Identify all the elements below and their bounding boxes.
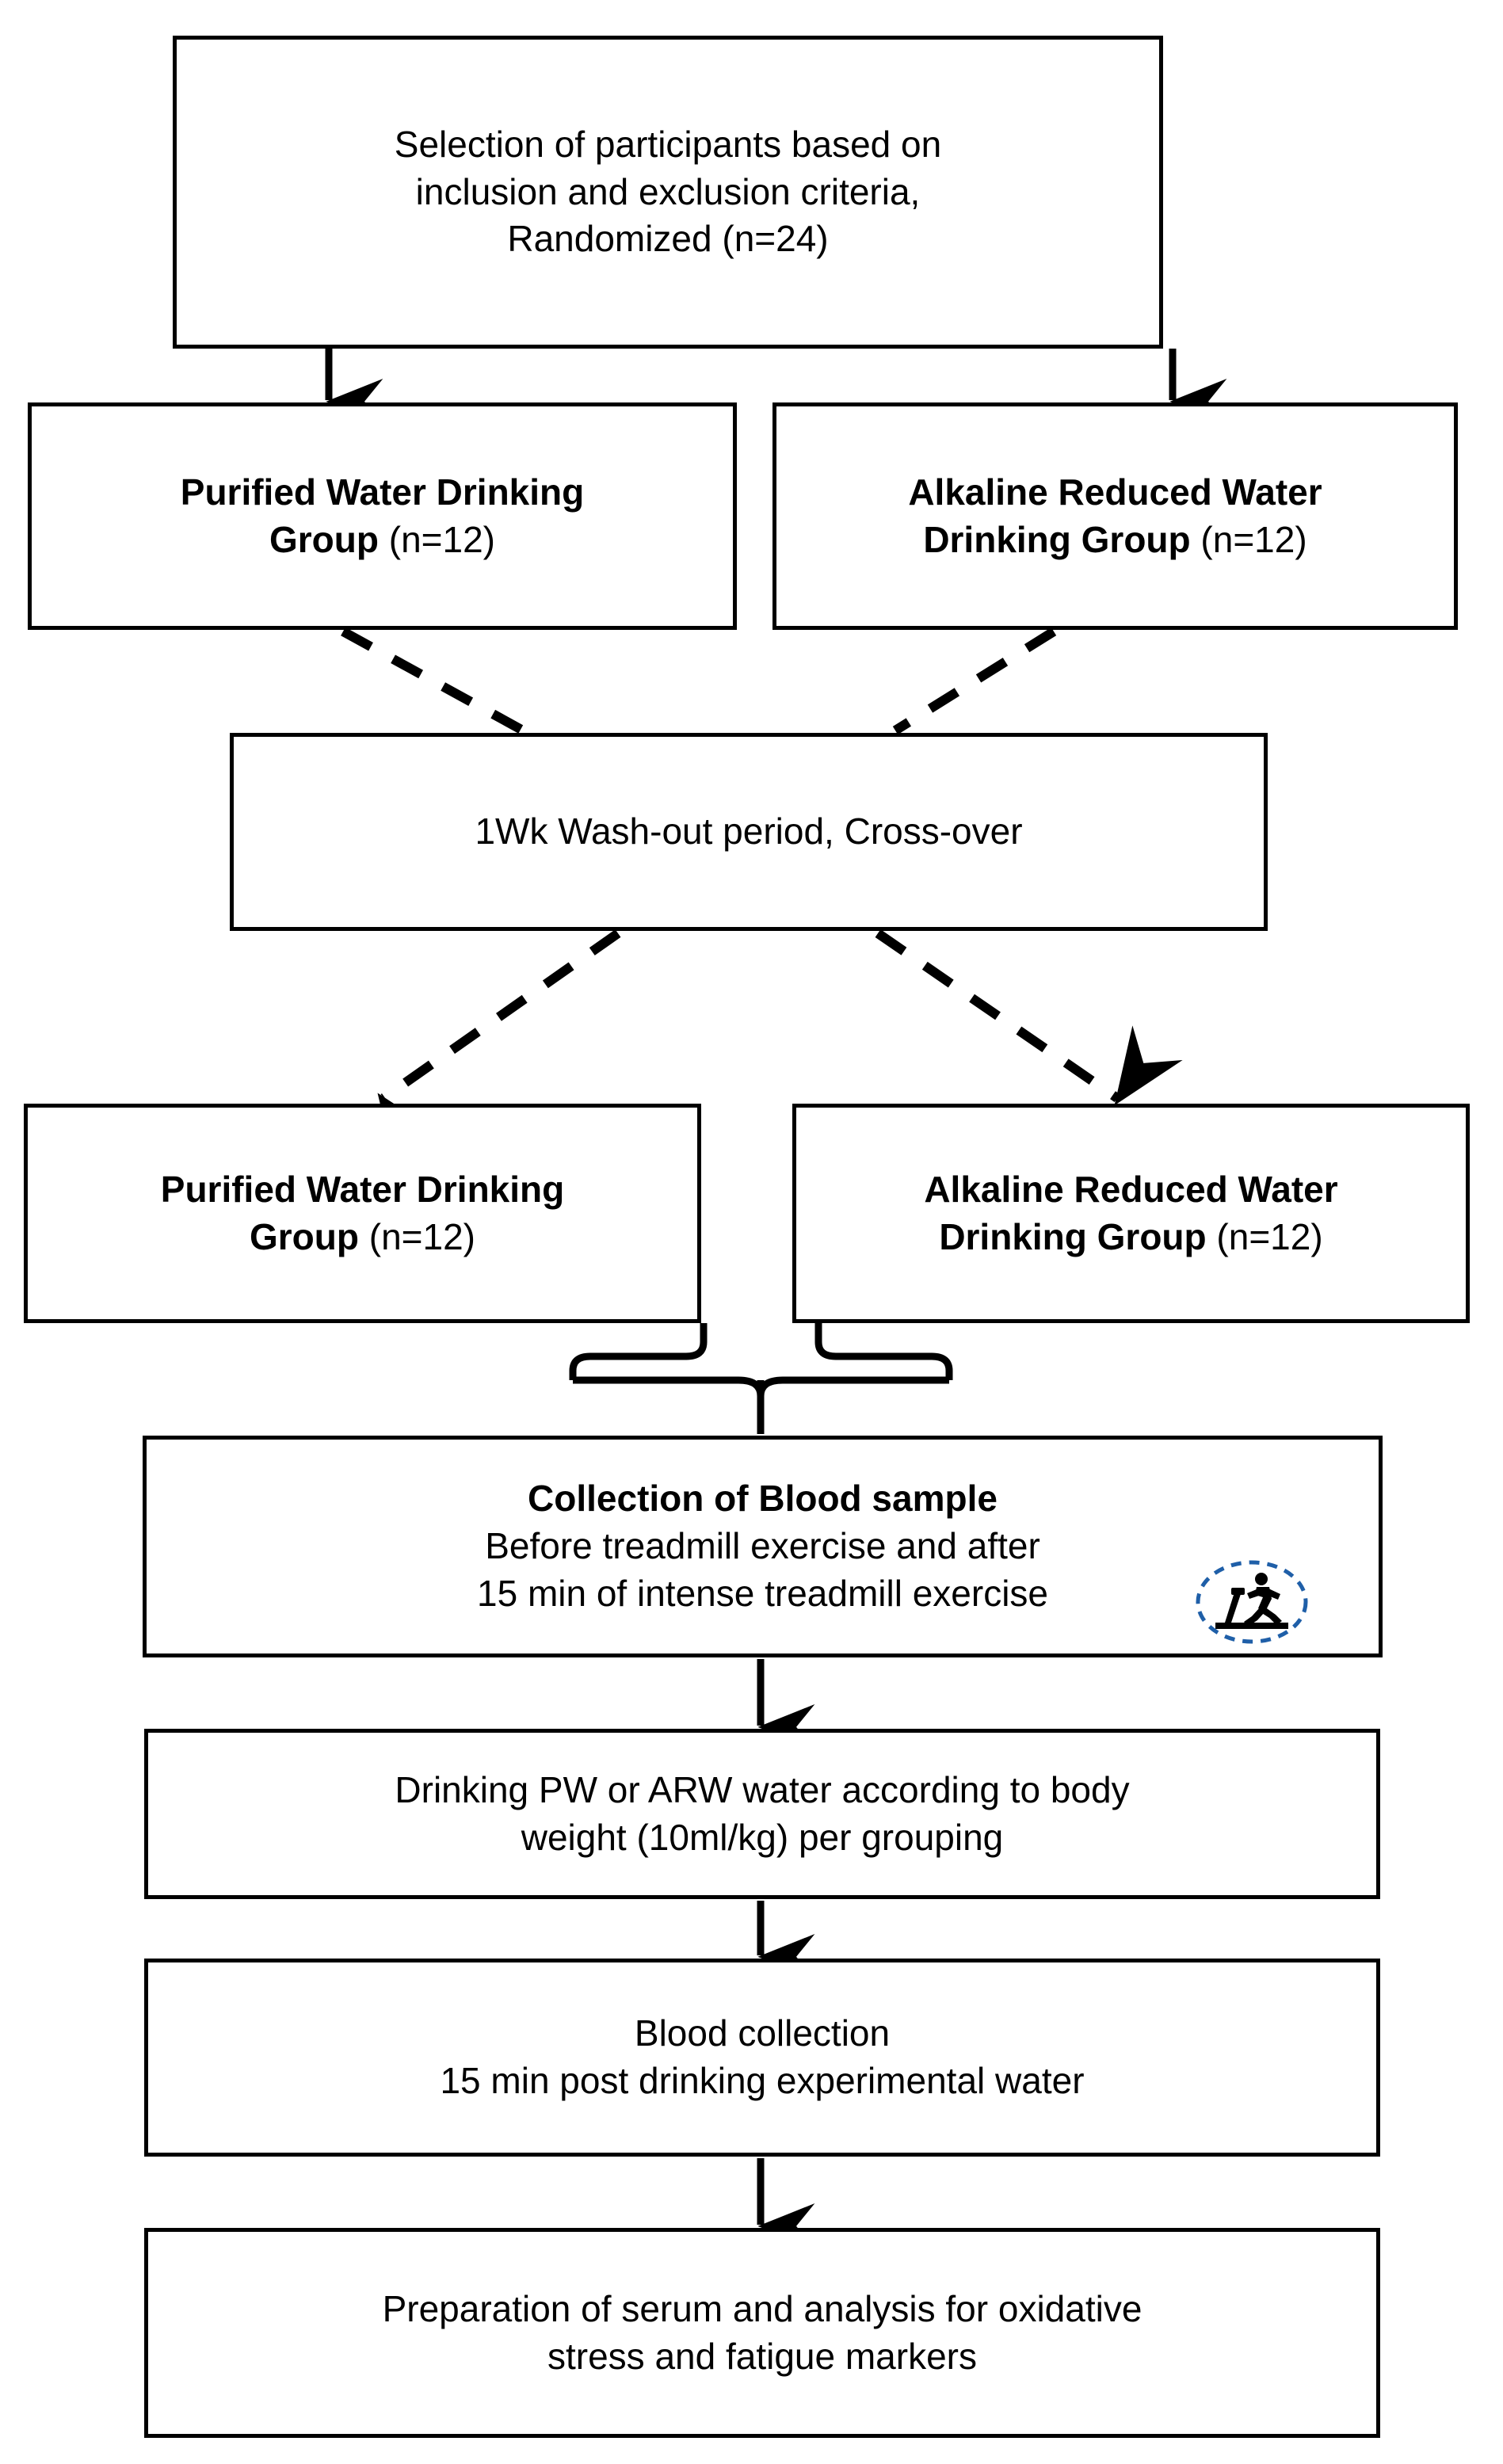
pw-group-1-line-2-bold: Group: [269, 518, 379, 560]
arw-group-1-line-2: Drinking Group (n=12): [776, 517, 1454, 564]
arw-group-2-line-2: Drinking Group (n=12): [796, 1214, 1466, 1261]
arw-group-2-line-2-count: (n=12): [1206, 1215, 1323, 1257]
arw-group-2-line-1: Alkaline Reduced Water: [924, 1168, 1338, 1210]
arw-group-2-line-2-bold: Drinking Group: [939, 1215, 1207, 1257]
preparation-line-2: stress and fatigue markers: [547, 2335, 977, 2377]
selection-line-2: inclusion and exclusion criteria,: [415, 170, 921, 212]
selection-line-3: Randomized (n=24): [507, 218, 829, 260]
connector-pw1-to-washout: [341, 627, 525, 735]
selection-line-1: Selection of participants based on: [394, 123, 942, 165]
blood-sample-line-2: Before treadmill exercise and after: [485, 1525, 1040, 1567]
treadmill-icon-dashed-ring: [1196, 1560, 1308, 1644]
node-drinking-pw-or-arw: Drinking PW or ARW water according to bo…: [144, 1729, 1380, 1899]
pw-group-1-line-2: Group (n=12): [32, 517, 733, 564]
treadmill-deck: [1215, 1623, 1288, 1629]
washout-line-1: 1Wk Wash-out period, Cross-over: [475, 811, 1023, 852]
drinking-line-2: weight (10ml/kg) per grouping: [521, 1816, 1004, 1858]
treadmill-runner-icon: [1193, 1558, 1310, 1646]
pw-group-2-line-2: Group (n=12): [28, 1214, 697, 1261]
node-purified-water-group-round1: Purified Water Drinking Group (n=12): [28, 402, 737, 630]
arw-group-1-line-2-bold: Drinking Group: [923, 518, 1191, 560]
runner-leg-front: [1261, 1607, 1282, 1625]
node-blood-collection: Blood collection 15 min post drinking ex…: [144, 1959, 1380, 2157]
node-washout-crossover: 1Wk Wash-out period, Cross-over: [230, 733, 1268, 931]
arw-group-1-line-2-count: (n=12): [1190, 518, 1307, 560]
connector-washout-to-arw2: [875, 929, 1183, 1106]
runner-leg-back: [1244, 1608, 1265, 1627]
node-preparation-of-serum: Preparation of serum and analysis for ox…: [144, 2228, 1380, 2438]
node-alkaline-reduced-water-group-round2: Alkaline Reduced Water Drinking Group (n…: [792, 1104, 1470, 1323]
preparation-line-1: Preparation of serum and analysis for ox…: [382, 2287, 1143, 2329]
node-alkaline-reduced-water-group-round1: Alkaline Reduced Water Drinking Group (n…: [772, 402, 1458, 630]
connector-washout-to-pw2: [377, 929, 621, 1173]
pw-group-1-line-1: Purified Water Drinking: [180, 471, 585, 513]
connector-arw1-to-washout: [892, 627, 1057, 735]
blood-sample-heading: Collection of Blood sample: [528, 1478, 998, 1520]
pw-group-2-line-2-count: (n=12): [358, 1215, 475, 1257]
runner-arm-front: [1266, 1589, 1280, 1600]
node-purified-water-group-round2: Purified Water Drinking Group (n=12): [24, 1104, 701, 1323]
treadmill-console: [1231, 1588, 1245, 1595]
pw-group-1-line-2-count: (n=12): [378, 518, 495, 560]
connector-curly-brace-right: [814, 1323, 953, 1380]
runner-head: [1255, 1573, 1268, 1585]
connector-brace-bar: [573, 1376, 949, 1397]
node-collection-of-blood-sample: Collection of Blood sample Before treadm…: [143, 1436, 1383, 1657]
blood-collection-line-2: 15 min post drinking experimental water: [440, 2060, 1085, 2101]
runner-arm-back: [1247, 1589, 1259, 1599]
blood-collection-line-1: Blood collection: [634, 2012, 891, 2054]
connector-curly-brace: [569, 1323, 708, 1380]
blood-sample-line-3: 15 min of intense treadmill exercise: [477, 1572, 1048, 1614]
drinking-line-1: Drinking PW or ARW water according to bo…: [395, 1768, 1130, 1810]
arw-group-1-line-1: Alkaline Reduced Water: [908, 471, 1322, 513]
treadmill-frame: [1225, 1592, 1241, 1623]
pw-group-2-line-2-bold: Group: [249, 1215, 359, 1257]
node-selection-of-participants: Selection of participants based on inclu…: [173, 36, 1163, 349]
pw-group-2-line-1: Purified Water Drinking: [160, 1168, 565, 1210]
